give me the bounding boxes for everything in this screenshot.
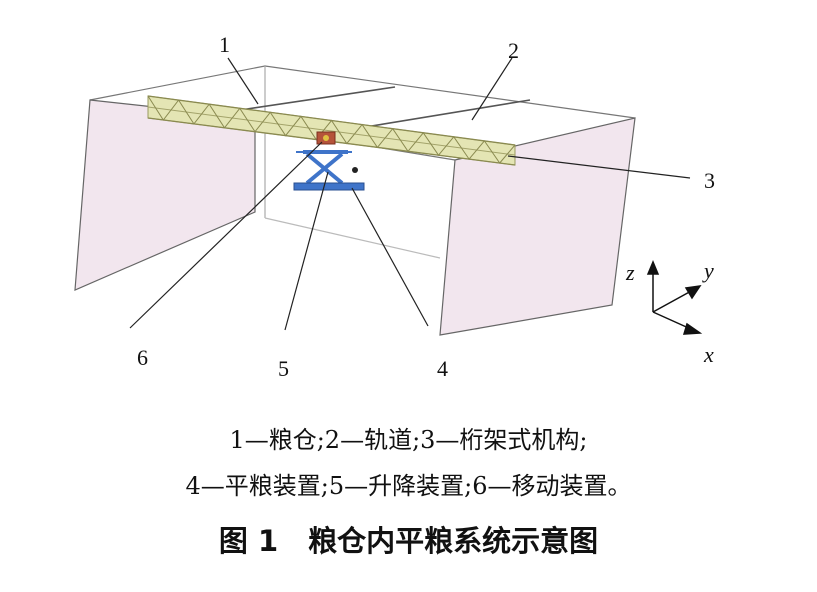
- coordinate-axes: [646, 260, 703, 335]
- figure-number: 图 1: [218, 524, 279, 558]
- granary-right-wall: [439, 117, 636, 336]
- figure-caption: 图 1 粮仓内平粮系统示意图: [0, 518, 817, 560]
- label-1: 1: [219, 32, 230, 57]
- axis-z-label: z: [625, 260, 635, 285]
- axis-y-label: y: [702, 258, 714, 283]
- label-5: 5: [278, 356, 289, 381]
- legend-line-2: 4—平粮装置;5—升降装置;6—移动装置。: [185, 472, 632, 500]
- lifting-device: [296, 150, 358, 185]
- label-3: 3: [704, 168, 715, 193]
- moving-device: [316, 131, 336, 145]
- leveling-device: [293, 182, 365, 191]
- leader-lines: [129, 57, 691, 331]
- legend-line-1: 1—粮仓;2—轨道;3—桁架式机构;: [229, 426, 588, 454]
- granary-diagram: 1 2 3 4 5 6 z y x: [74, 32, 715, 381]
- axis-x-label: x: [703, 342, 714, 367]
- label-4: 4: [437, 356, 448, 381]
- truss-mechanism: [147, 95, 516, 166]
- label-2: 2: [508, 38, 519, 63]
- label-6: 6: [137, 345, 148, 370]
- figure-title: 粮仓内平粮系统示意图: [308, 524, 599, 558]
